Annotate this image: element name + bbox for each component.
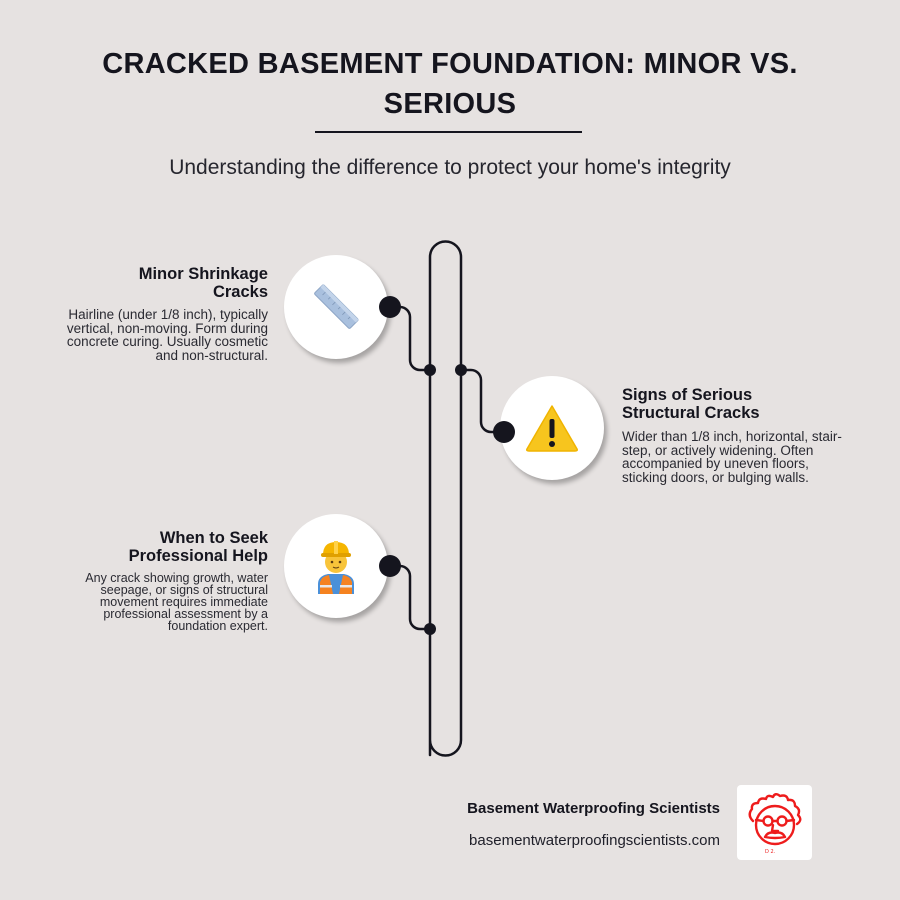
connector-dot-2: [493, 421, 515, 443]
item-desc-professional-help: Any crack showing growth, water seepage,…: [85, 571, 268, 633]
professional-help-icon-circle: [284, 514, 388, 618]
svg-text:D 2.: D 2.: [765, 849, 776, 855]
ruler-icon: [314, 284, 359, 329]
brand-name: Basement Waterproofing Scientists: [467, 800, 720, 817]
brand-url[interactable]: basementwaterproofingscientists.com: [469, 832, 720, 849]
brand-logo: D 2.: [737, 785, 812, 860]
serious-cracks-icon-circle: [500, 376, 604, 480]
connector-dot-1: [379, 296, 401, 318]
page-subtitle: Understanding the difference to protect …: [169, 156, 731, 179]
warning-icon: [526, 405, 578, 452]
scientist-logo-icon: D 2.: [748, 792, 801, 855]
item-title-professional-help: When to Seek Professional Help: [128, 529, 268, 565]
connector-dot-3: [379, 555, 401, 577]
track-node-2: [455, 364, 467, 376]
item-title-minor-cracks: Minor Shrinkage Cracks: [138, 265, 268, 301]
track-node-3: [424, 623, 436, 635]
minor-cracks-icon-circle: [284, 255, 388, 359]
title-divider: [315, 131, 582, 133]
item-desc-serious-cracks: Wider than 1/8 inch, horizontal, stair-s…: [622, 429, 842, 485]
item-title-serious-cracks: Signs of Serious Structural Cracks: [622, 386, 760, 422]
track-node-1: [424, 364, 436, 376]
item-desc-minor-cracks: Hairline (under 1/8 inch), typically ver…: [66, 307, 268, 363]
page-title: CRACKED BASEMENT FOUNDATION: MINOR VS. S…: [102, 48, 798, 120]
construction-worker-icon: [318, 541, 354, 594]
